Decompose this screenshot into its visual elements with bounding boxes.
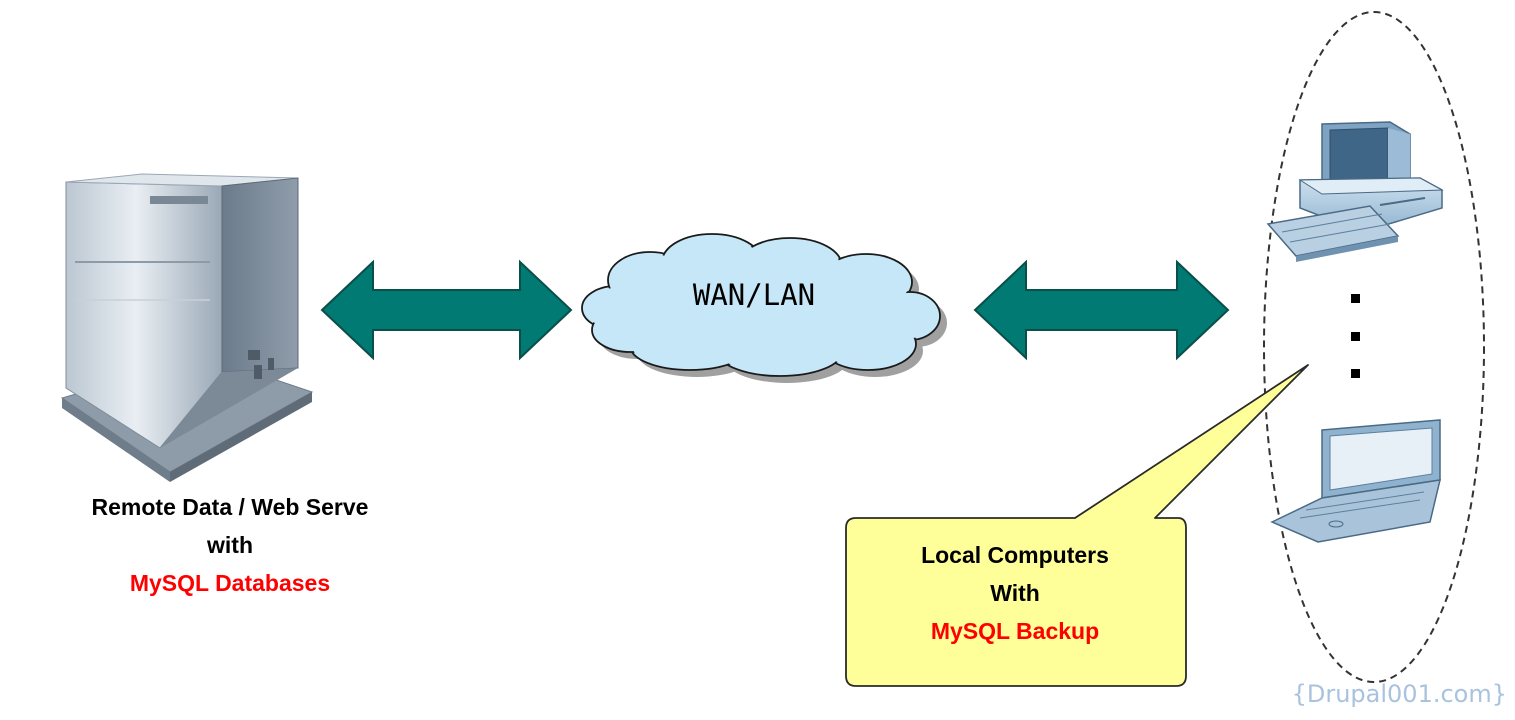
callout-backup: MySQL Backup (930, 618, 1100, 644)
server-label: Remote Data / Web Serve with MySQL Datab… (0, 488, 460, 602)
network-label: WAN/LAN (692, 278, 816, 312)
laptop-icon (1270, 419, 1441, 543)
right-bidirectional-arrow (973, 259, 1230, 361)
left-bidirectional-arrow (320, 259, 573, 361)
tower-server-icon (60, 173, 314, 482)
callout-bubble (845, 364, 1309, 687)
server-label-line2: with (207, 532, 253, 558)
local-computers-group-outline (1263, 11, 1485, 683)
callout-text: Local Computers With MySQL Backup (850, 536, 1180, 650)
server-label-line1: Remote Data / Web Serve (91, 494, 369, 520)
desktop-computer-icon (1266, 121, 1444, 262)
callout-line2: With (990, 580, 1040, 606)
network-cloud-icon (581, 233, 947, 383)
server-label-database: MySQL Databases (129, 570, 331, 596)
watermark: {Drupal001.com} (1291, 680, 1507, 708)
more-computers-ellipsis (1351, 294, 1360, 378)
callout-line1: Local Computers (921, 542, 1109, 568)
